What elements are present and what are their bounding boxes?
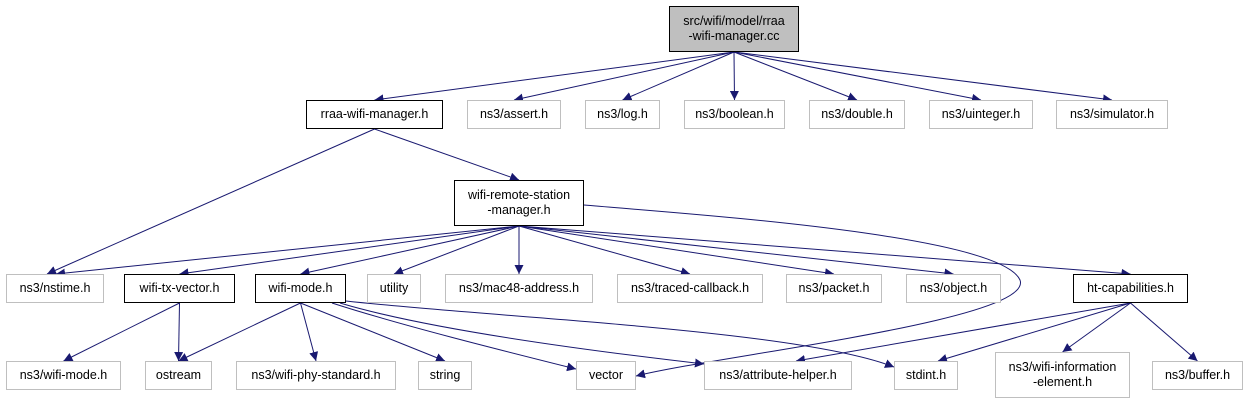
edge-wrsm-h-to-txvector-h	[179, 225, 520, 278]
edge-root-to-uinteger-h	[733, 51, 982, 103]
node-uinteger-h: ns3/uinteger.h	[929, 100, 1033, 129]
node-phystd-h: ns3/wifi-phy-standard.h	[236, 361, 396, 390]
edge-wrsm-h-to-wifimode-h	[300, 225, 520, 277]
edge-htcap-h-to-attrhelper-h	[795, 302, 1131, 364]
node-nstime-h: ns3/nstime.h	[6, 274, 104, 303]
node-boolean-h: ns3/boolean.h	[684, 100, 785, 129]
node-utility: utility	[367, 274, 421, 303]
node-ostream: ostream	[145, 361, 212, 390]
edge-txvector-h-to-ostream	[174, 302, 184, 362]
edge-htcap-h-to-stdint-h	[937, 302, 1131, 363]
edge-root-to-boolean-h	[729, 51, 739, 101]
edge-wrsm-h-to-packet-h	[518, 225, 835, 278]
edge-wrsm-h-to-utility	[393, 225, 520, 275]
edge-txvector-h-to-ns3wifimode-h	[63, 302, 180, 362]
edge-wifimode-h-to-attrhelper-h	[339, 302, 705, 368]
edge-root-to-assert-h	[513, 51, 735, 103]
edge-root-to-simulator-h	[733, 51, 1113, 104]
node-ns3wifimode-h: ns3/wifi-mode.h	[6, 361, 121, 390]
edge-rraa-h-to-wrsm-h	[374, 128, 520, 182]
edge-htcap-h-to-buffer-h	[1130, 302, 1198, 362]
node-object-h: ns3/object.h	[906, 274, 1001, 303]
edge-wifimode-h-to-phystd-h	[300, 302, 319, 362]
node-root: src/wifi/model/rraa -wifi-manager.cc	[669, 6, 799, 52]
edge-htcap-h-to-infoelem-h	[1062, 302, 1131, 353]
node-wifimode-h[interactable]: wifi-mode.h	[255, 274, 346, 303]
node-mac48-h: ns3/mac48-address.h	[445, 274, 593, 303]
node-log-h: ns3/log.h	[585, 100, 660, 129]
node-wrsm-h[interactable]: wifi-remote-station -manager.h	[454, 180, 584, 226]
edge-wrsm-h-to-traced-h	[518, 225, 691, 276]
edge-wrsm-h-to-object-h	[518, 225, 954, 278]
edge-wifimode-h-to-ostream	[178, 302, 301, 362]
edge-wrsm-h-to-nstime-h	[55, 225, 520, 278]
node-vector: vector	[576, 361, 636, 390]
node-packet-h: ns3/packet.h	[786, 274, 882, 303]
edge-rraa-h-to-nstime-h	[46, 128, 375, 275]
node-double-h: ns3/double.h	[809, 100, 905, 129]
edge-wifimode-h-to-stdint-h	[345, 300, 895, 368]
edge-wifimode-h-to-string	[300, 302, 446, 362]
node-assert-h: ns3/assert.h	[467, 100, 561, 129]
node-stdint-h: stdint.h	[894, 361, 958, 390]
edge-root-to-log-h	[622, 51, 735, 101]
node-attrhelper-h: ns3/attribute-helper.h	[704, 361, 852, 390]
edge-root-to-rraa-h	[374, 51, 735, 104]
edge-wrsm-h-to-vector	[583, 204, 1021, 379]
node-traced-h: ns3/traced-callback.h	[617, 274, 763, 303]
node-htcap-h[interactable]: ht-capabilities.h	[1073, 274, 1188, 303]
edge-wifimode-h-to-vector	[331, 302, 577, 372]
edge-root-to-double-h	[733, 51, 858, 101]
node-txvector-h[interactable]: wifi-tx-vector.h	[124, 274, 235, 303]
node-rraa-h[interactable]: rraa-wifi-manager.h	[306, 100, 443, 129]
node-buffer-h: ns3/buffer.h	[1152, 361, 1243, 390]
node-simulator-h: ns3/simulator.h	[1056, 100, 1168, 129]
node-string: string	[418, 361, 472, 390]
edge-wrsm-h-to-htcap-h	[518, 225, 1131, 278]
node-infoelem-h: ns3/wifi-information -element.h	[995, 352, 1130, 398]
